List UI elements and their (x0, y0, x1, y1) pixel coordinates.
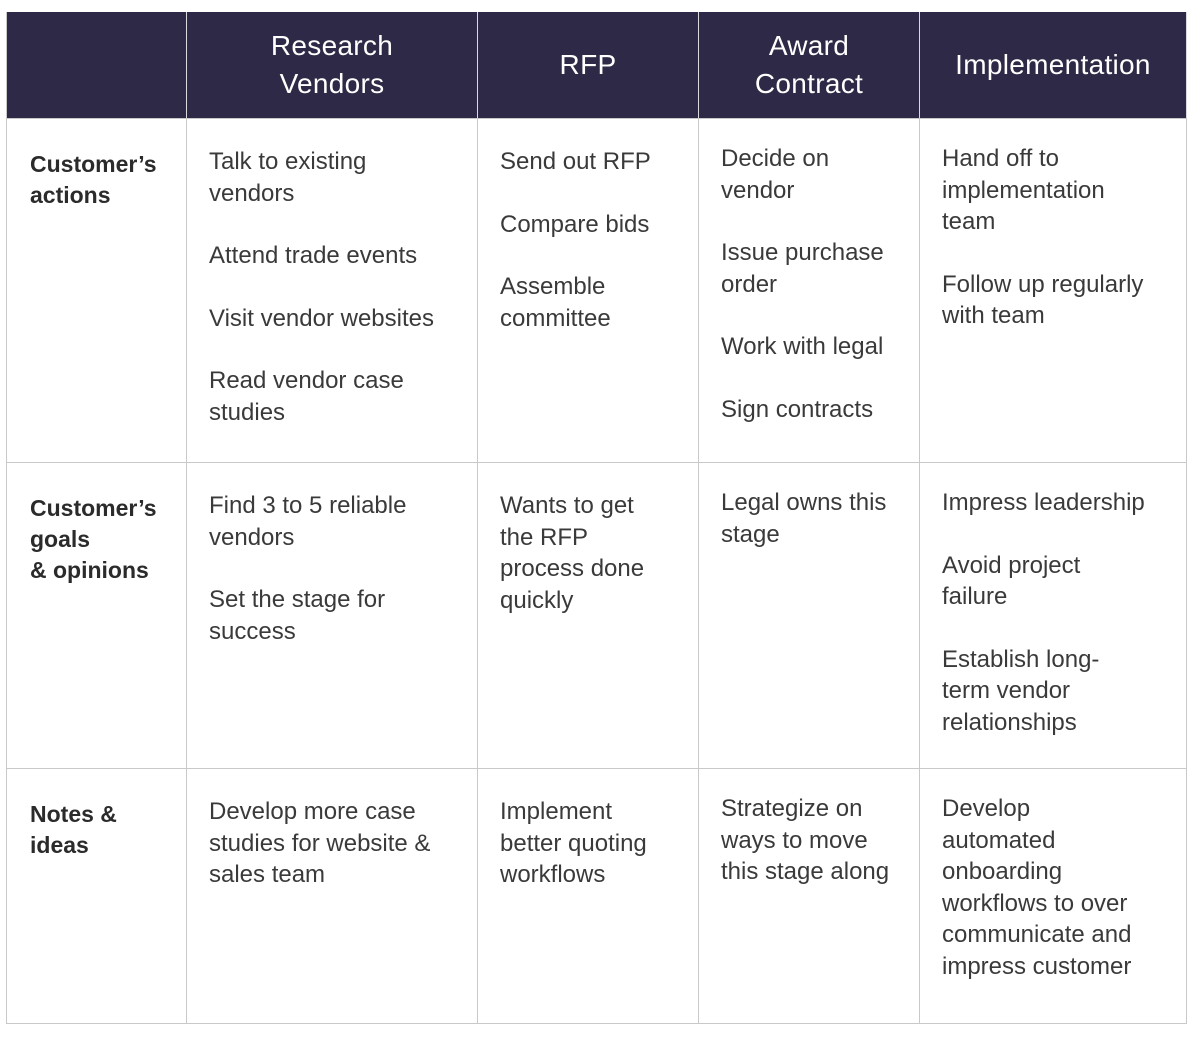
row-label: Customer’s goals & opinions (7, 462, 187, 768)
table-cell: Legal owns this stage (699, 462, 920, 768)
header-label: Implementation (955, 49, 1151, 80)
header-corner (7, 12, 187, 118)
header-award-contract: Award Contract (699, 12, 920, 118)
cell-item: Impress leadership (942, 489, 1145, 516)
cell-item: Develop more case studies for website & … (209, 798, 431, 888)
cell-item: Attend trade events (209, 242, 418, 269)
cell-item: Compare bids (500, 210, 650, 238)
header-research-vendors: Research Vendors (187, 12, 478, 118)
header-label: RFP (559, 49, 617, 80)
cell-item: Sign contracts (721, 395, 874, 423)
table-cell: Implement better quoting workflows (478, 768, 699, 1024)
cell-item: Issue purchase order (721, 239, 884, 298)
cell-item: Hand off to implementation team (942, 145, 1105, 235)
cell-item: Avoid project failure (942, 551, 1081, 611)
cell-item: Develop automated onboarding workflows t… (942, 795, 1132, 980)
cell-item: Establish long- term vendor relationship… (942, 645, 1100, 736)
cell-item: Talk to existing vendors (209, 148, 367, 207)
header-implementation: Implementation (920, 12, 1187, 118)
cell-item: Set the stage for success (209, 586, 386, 645)
customer-journey-table: Research Vendors RFP Award Contract Impl… (6, 12, 1187, 1024)
cell-item: Assemble committee (500, 273, 611, 332)
row-label: Notes & ideas (7, 768, 187, 1024)
cell-item: Visit vendor websites (209, 304, 434, 332)
header-label: Research Vendors (270, 30, 394, 99)
cell-item: Work with legal (721, 333, 884, 360)
table-cell: Strategize on ways to move this stage al… (699, 768, 920, 1024)
cell-item: Follow up regularly with team (942, 270, 1144, 330)
cell-item: Read vendor case studies (209, 367, 404, 426)
table-cell: Develop automated onboarding workflows t… (920, 768, 1187, 1024)
header-rfp: RFP (478, 12, 699, 118)
row-label: Customer’s actions (7, 118, 187, 462)
cell-item: Strategize on ways to move this stage al… (721, 795, 890, 885)
cell-item: Find 3 to 5 reliable vendors (209, 492, 407, 551)
table-cell: Develop more case studies for website & … (187, 768, 478, 1024)
cell-item: Legal owns this stage (721, 489, 887, 548)
cell-item: Implement better quoting workflows (500, 798, 647, 888)
header-label: Award Contract (754, 30, 864, 99)
cell-item: Wants to get the RFP process done quickl… (500, 492, 645, 614)
table-cell: Wants to get the RFP process done quickl… (478, 462, 699, 768)
cell-item: Decide on vendor (721, 145, 830, 204)
cell-item: Send out RFP (500, 148, 651, 175)
